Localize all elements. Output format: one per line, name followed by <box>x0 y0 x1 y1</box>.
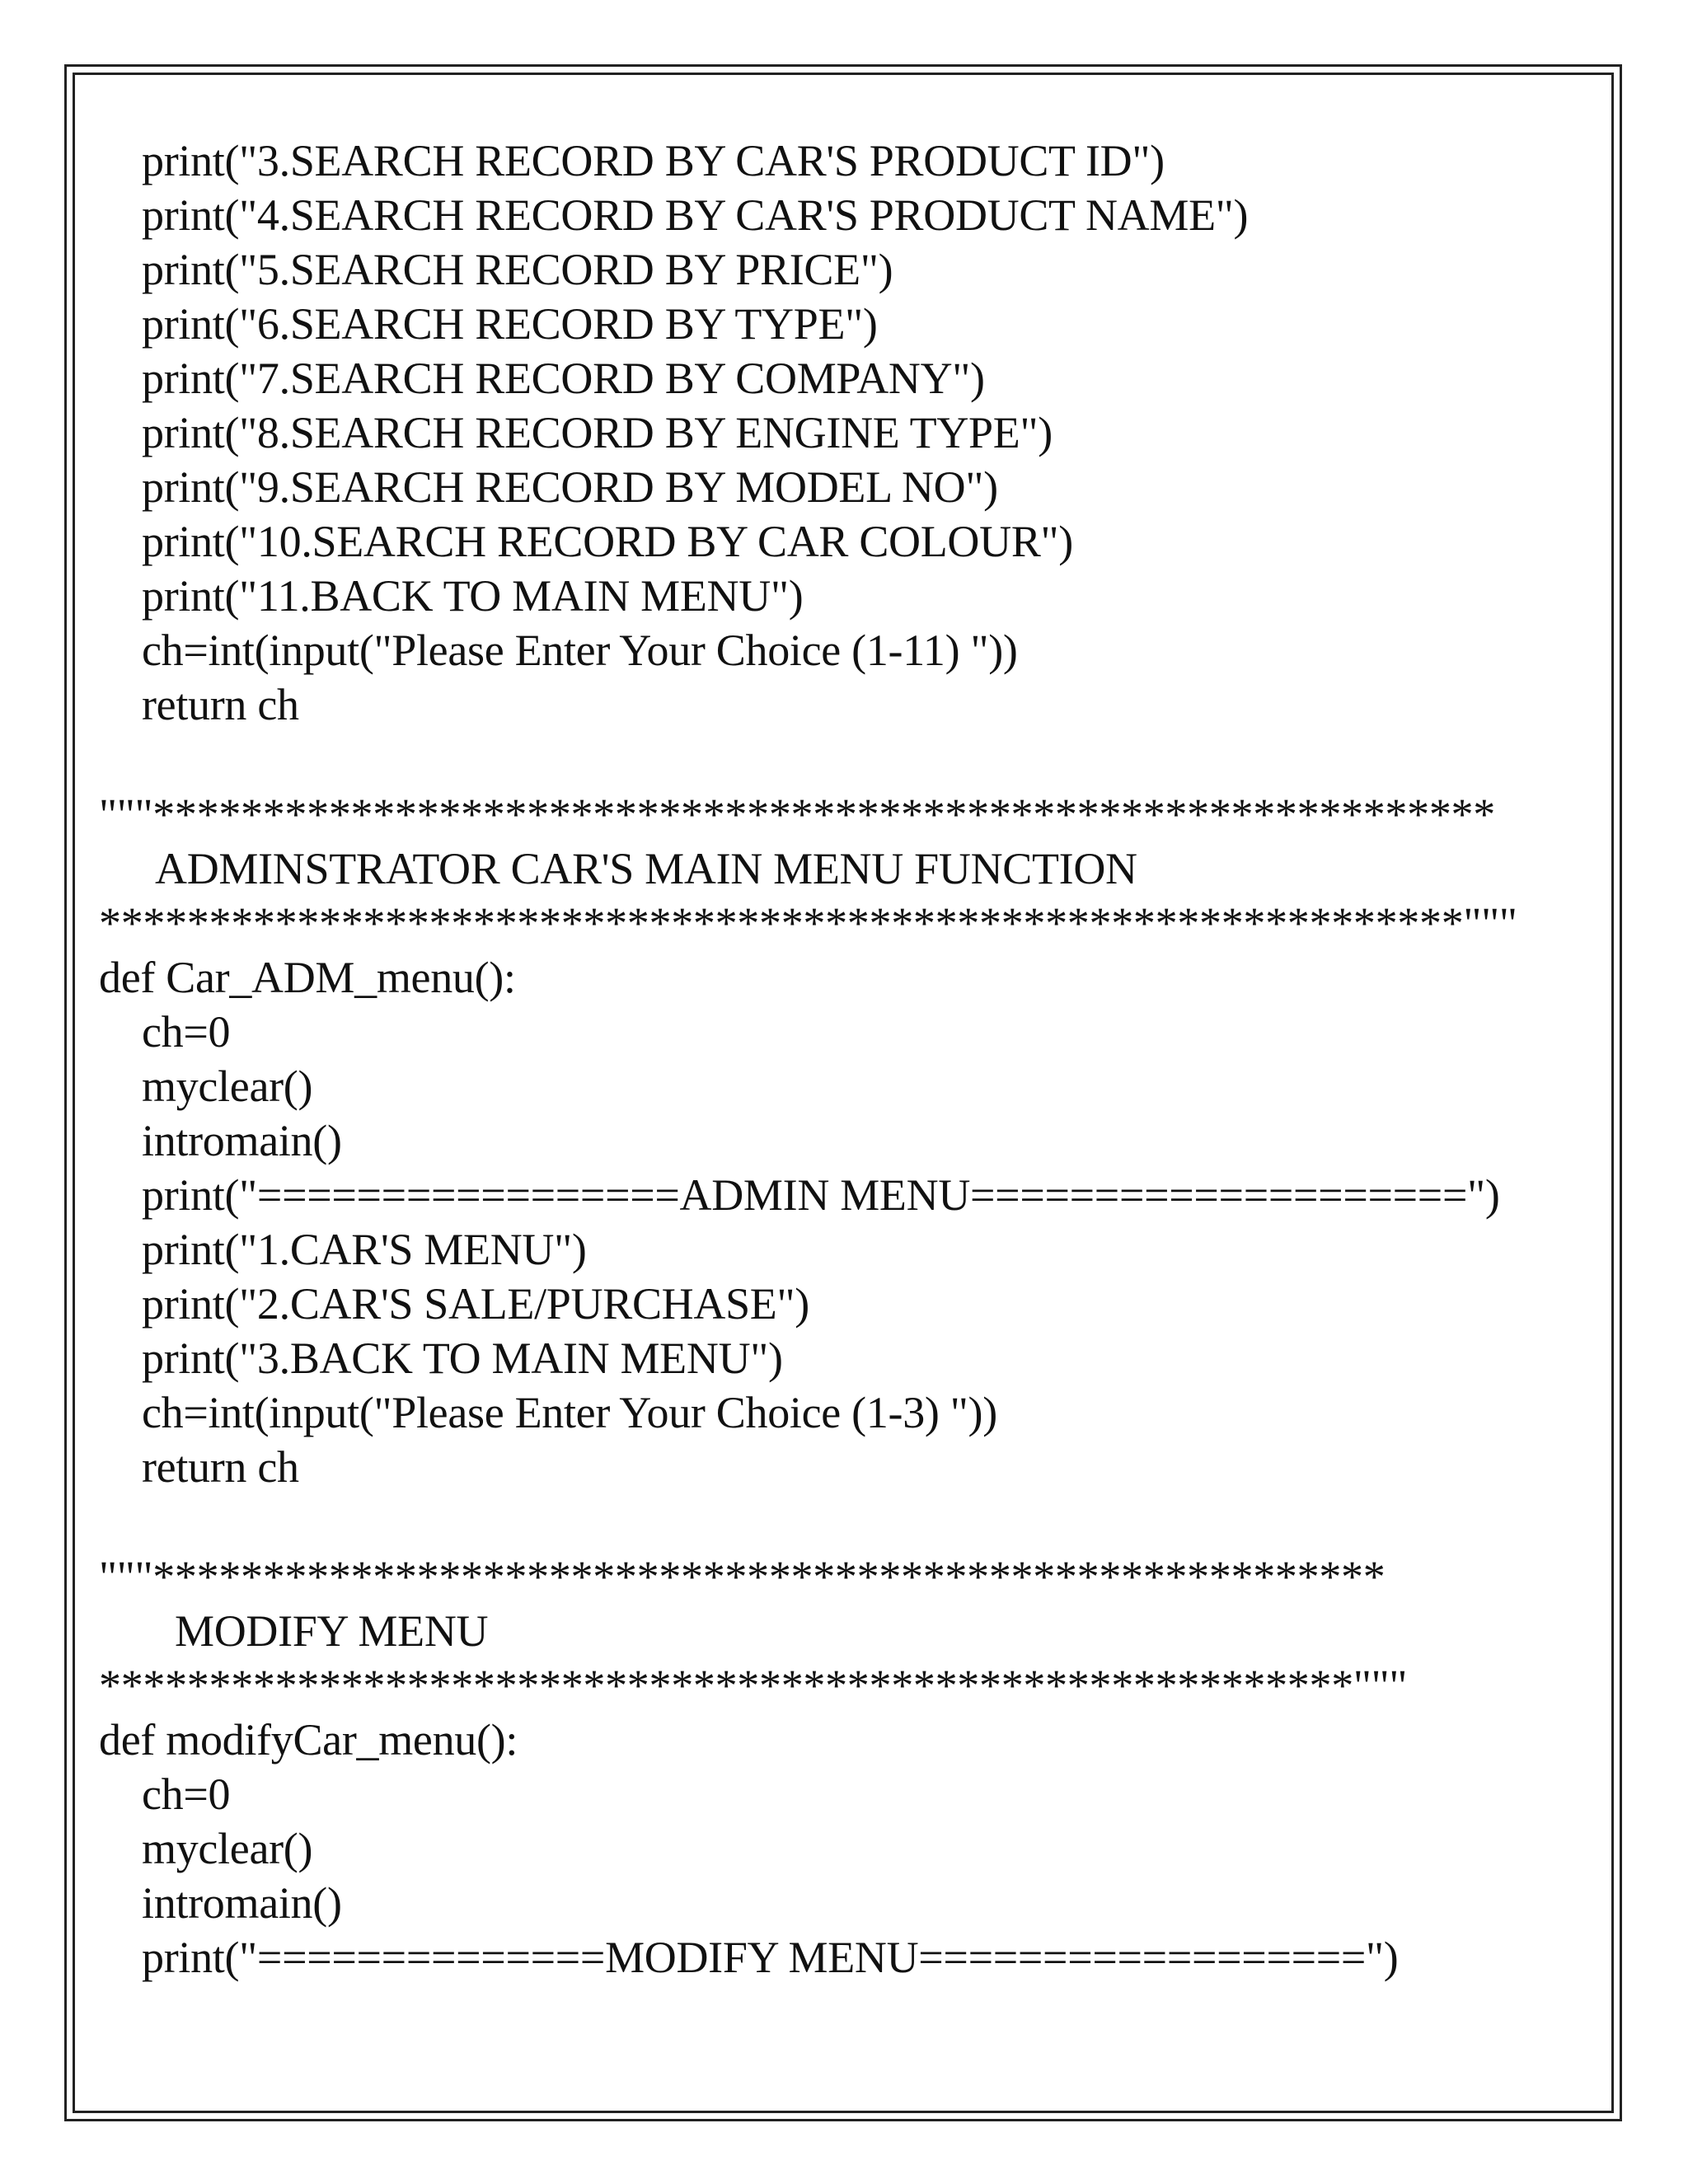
code-line: ch=int(input("Please Enter Your Choice (… <box>142 1388 997 1437</box>
section-heading-admin: ADMINSTRATOR CAR'S MAIN MENU FUNCTION <box>155 844 1137 893</box>
code-line: print("4.SEARCH RECORD BY CAR'S PRODUCT … <box>142 190 1249 240</box>
code-line: intromain() <box>142 1116 342 1165</box>
docstring-stars-close: ****************************************… <box>99 898 1517 948</box>
code-line: myclear() <box>142 1824 313 1873</box>
docstring-stars-open: """*************************************… <box>99 790 1495 839</box>
function-definition: def modifyCar_menu(): <box>99 1715 518 1765</box>
code-line: return ch <box>142 680 299 729</box>
code-line: print("5.SEARCH RECORD BY PRICE") <box>142 245 893 294</box>
code-line: ch=int(input("Please Enter Your Choice (… <box>142 626 1018 675</box>
docstring-stars-open: """*************************************… <box>99 1552 1386 1601</box>
code-line: print("3.BACK TO MAIN MENU") <box>142 1333 783 1383</box>
page-border-outer <box>64 64 1622 2121</box>
code-line: intromain() <box>142 1878 342 1928</box>
code-line: print("10.SEARCH RECORD BY CAR COLOUR") <box>142 517 1073 566</box>
code-line: print("==============MODIFY MENU========… <box>142 1933 1399 1982</box>
section-heading-modify: MODIFY MENU <box>175 1606 489 1656</box>
code-line: print("3.SEARCH RECORD BY CAR'S PRODUCT … <box>142 136 1165 185</box>
code-line: print("7.SEARCH RECORD BY COMPANY") <box>142 354 985 403</box>
code-line: ch=0 <box>142 1769 231 1819</box>
function-definition: def Car_ADM_menu(): <box>99 953 516 1002</box>
code-line: print("6.SEARCH RECORD BY TYPE") <box>142 299 878 349</box>
code-line: print("11.BACK TO MAIN MENU") <box>142 571 804 621</box>
page-border-inner <box>73 73 1614 2113</box>
code-line: print("1.CAR'S MENU") <box>142 1225 587 1274</box>
code-line: return ch <box>142 1442 299 1492</box>
code-line: print("2.CAR'S SALE/PURCHASE") <box>142 1279 809 1329</box>
docstring-stars-close: ****************************************… <box>99 1661 1408 1710</box>
code-line: ch=0 <box>142 1007 231 1057</box>
code-line: myclear() <box>142 1062 313 1111</box>
code-line: print("8.SEARCH RECORD BY ENGINE TYPE") <box>142 408 1053 457</box>
code-line: print("9.SEARCH RECORD BY MODEL NO") <box>142 462 998 512</box>
code-line: print("=================ADMIN MENU======… <box>142 1170 1500 1220</box>
